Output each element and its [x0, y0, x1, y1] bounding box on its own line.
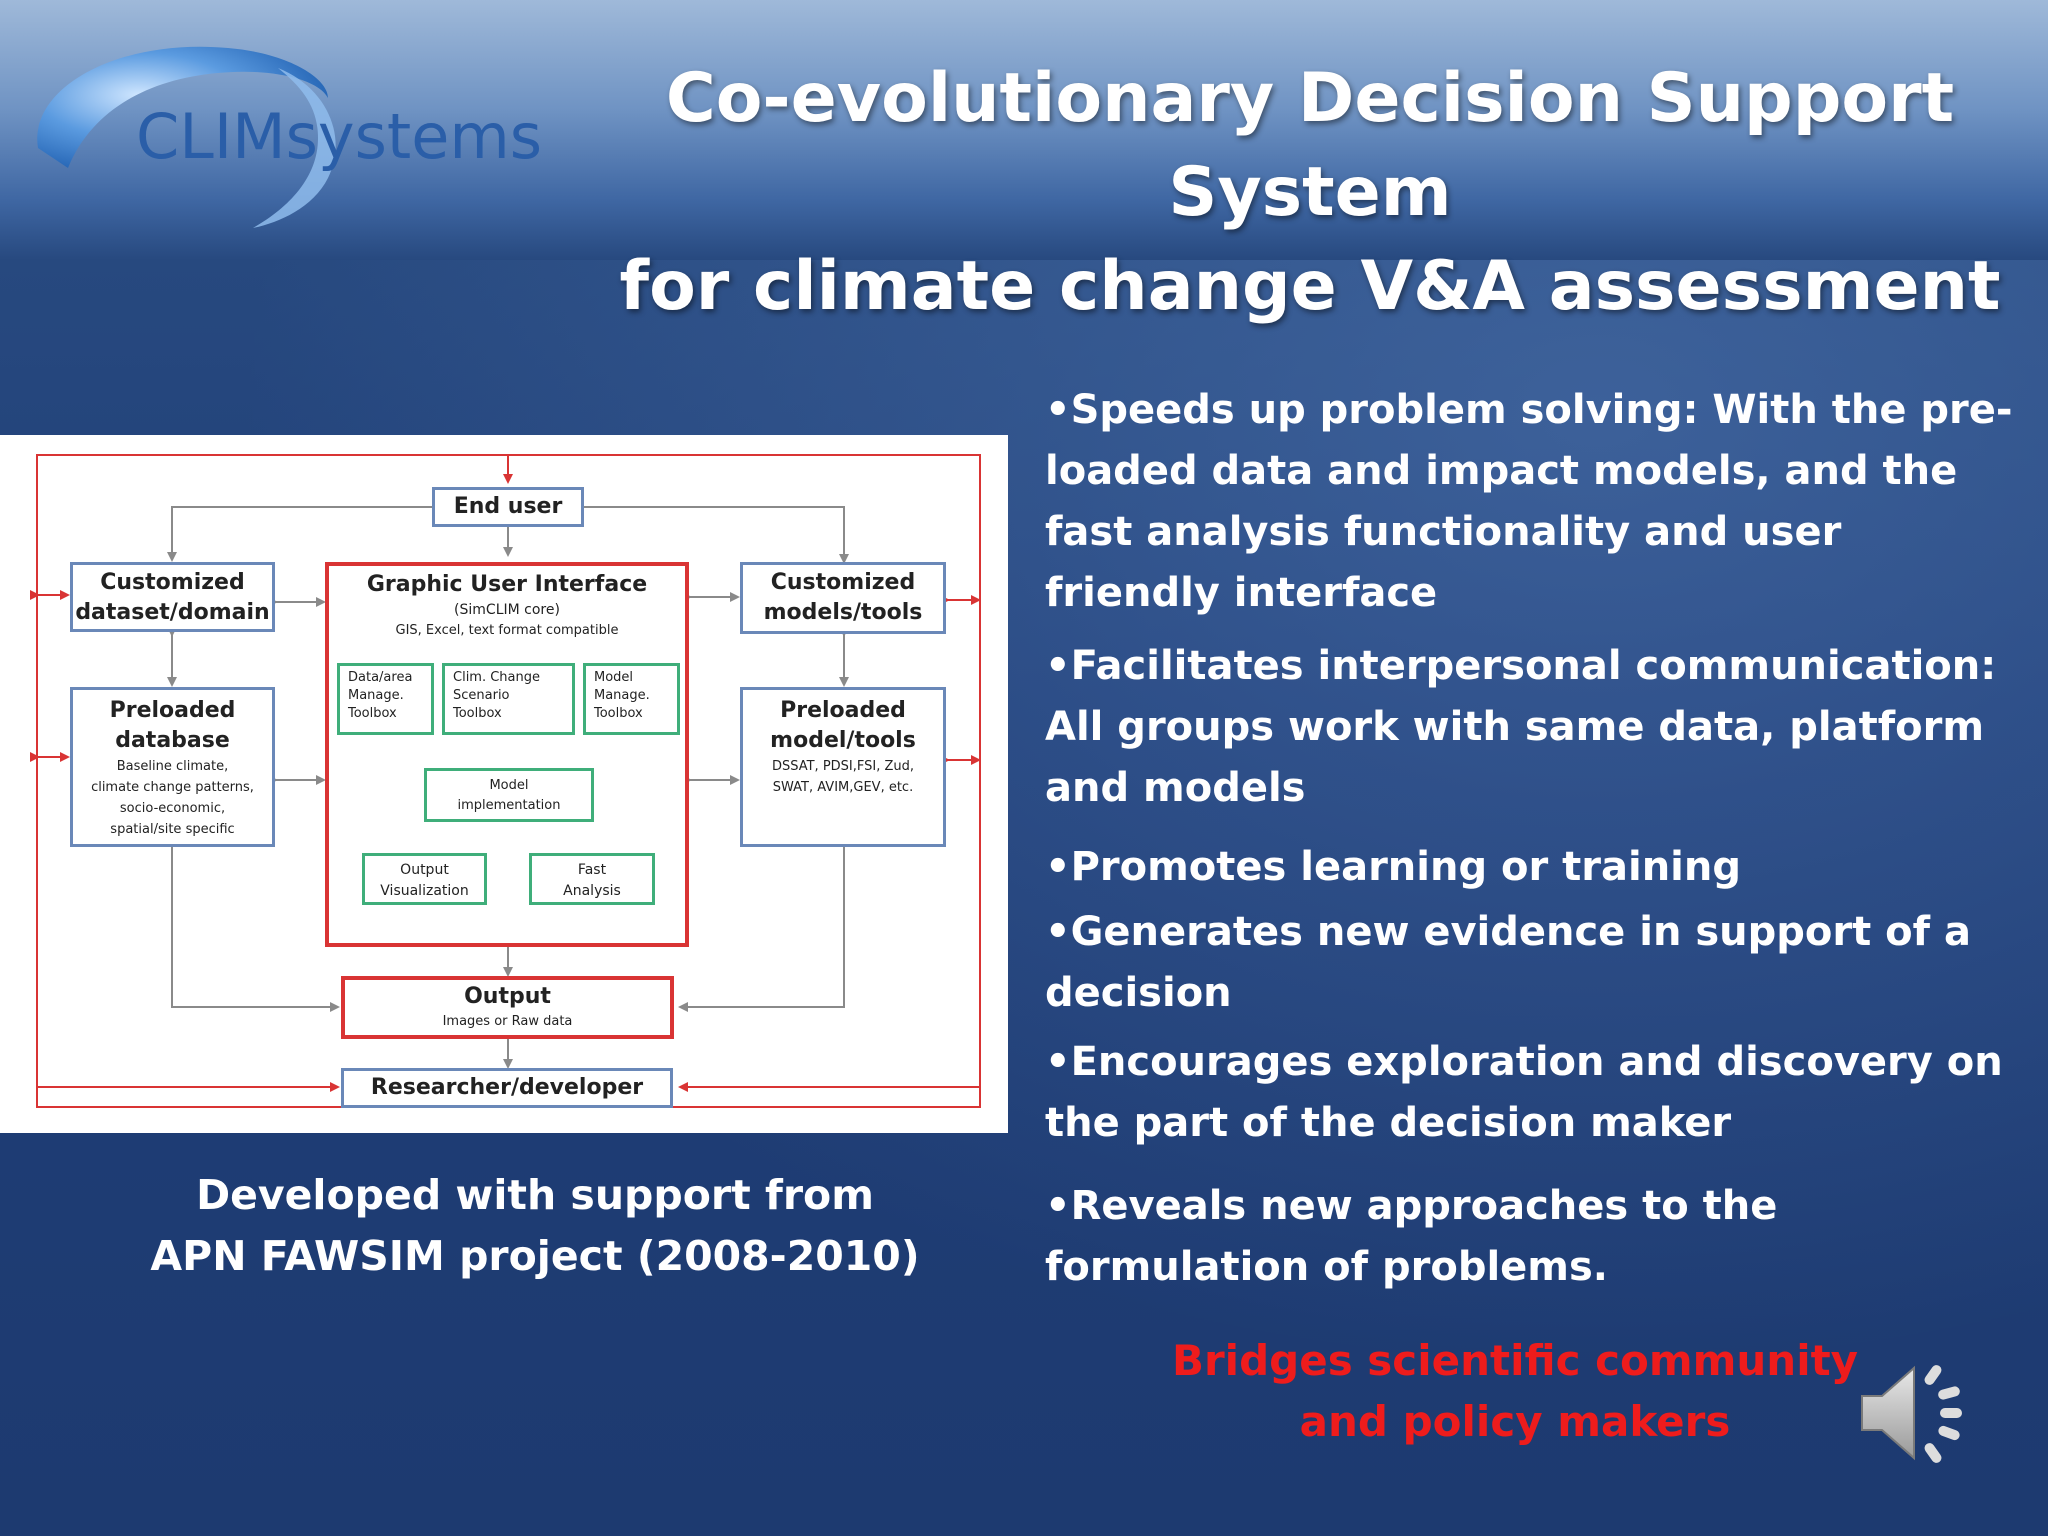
data-toolbox-box: Data/area Manage. Toolbox [337, 663, 434, 735]
gui-title: Graphic User Interface [366, 572, 648, 597]
gui-subtitle-2: GIS, Excel, text format compatible [395, 623, 619, 638]
output-subtitle: Images or Raw data [442, 1014, 573, 1029]
tagline-line-2: and policy makers [1299, 1397, 1731, 1446]
preloaded-models-box: Preloaded model/tools DSSAT, PDSI,FSI, Z… [740, 687, 946, 847]
model-implementation-line-1: Model [489, 778, 529, 793]
swoosh-logo-icon: CLIMsystems [37, 46, 542, 228]
customized-models-line-2: models/tools [763, 600, 923, 625]
preloaded-models-line-2: model/tools [770, 728, 916, 753]
bullet-exploration: •Encourages exploration and discovery on… [1045, 1039, 2003, 1146]
gui-subtitle-1: (SimCLIM core) [454, 602, 560, 618]
bullet-learning: •Promotes learning or training [1045, 844, 1741, 890]
customized-dataset-box: Customized dataset/domain [70, 562, 275, 632]
customized-models-box: Customized models/tools [740, 562, 946, 634]
data-toolbox-line-3: Toolbox [348, 706, 397, 721]
preloaded-database-detail-2: climate change patterns, [91, 780, 254, 795]
output-title: Output [464, 984, 551, 1009]
customized-dataset-line-2: dataset/domain [75, 600, 270, 625]
preloaded-database-line-1: Preloaded [109, 698, 236, 723]
model-implementation-box: Model implementation [424, 768, 594, 822]
audio-speaker-button[interactable] [1858, 1350, 1968, 1476]
researcher-box: Researcher/developer [341, 1068, 673, 1108]
tagline-line-1: Bridges scientific community [1171, 1336, 1859, 1385]
caption-line-2: APN FAWSIM project (2008-2010) [150, 1232, 920, 1280]
fast-analysis-box: Fast Analysis [529, 853, 655, 905]
title-line-1: Co-evolutionary Decision Support System [665, 59, 1955, 232]
slide-title: Co-evolutionary Decision Support System … [600, 52, 2020, 334]
output-visualization-box: Output Visualization [362, 853, 487, 905]
bullet-evidence: •Generates new evidence in support of a … [1045, 909, 1971, 1016]
preloaded-database-detail-4: spatial/site specific [110, 822, 235, 837]
preloaded-database-detail-3: socio-economic, [119, 801, 226, 816]
customized-models-line-1: Customized [770, 570, 916, 595]
model-toolbox-box: Model Manage. Toolbox [583, 663, 680, 735]
preloaded-database-line-2: database [115, 728, 230, 753]
fast-analysis-line-2: Analysis [563, 883, 621, 899]
climsystems-logo: CLIMsystems [28, 28, 548, 238]
researcher-label: Researcher/developer [370, 1075, 644, 1100]
output-visualization-line-1: Output [400, 862, 449, 878]
end-user-label: End user [453, 494, 563, 519]
scenario-toolbox-box: Clim. Change Scenario Toolbox [442, 663, 575, 735]
tagline: Bridges scientific community and policy … [1160, 1330, 1870, 1452]
logo-text: CLIMsystems [136, 100, 542, 173]
end-user-box: End user [432, 487, 584, 527]
model-toolbox-line-2: Manage. [594, 688, 650, 703]
data-toolbox-line-1: Data/area [348, 670, 413, 685]
preloaded-database-box: Preloaded database Baseline climate, cli… [70, 687, 275, 847]
scenario-toolbox-line-2: Scenario [453, 688, 510, 703]
preloaded-models-line-1: Preloaded [780, 698, 906, 723]
model-toolbox-line-3: Toolbox [594, 706, 643, 721]
output-box: Output Images or Raw data [341, 976, 674, 1039]
diagram-caption: Developed with support from APN FAWSIM p… [140, 1165, 930, 1287]
data-toolbox-line-2: Manage. [348, 688, 404, 703]
benefit-bullet-list: •Speeds up problem solving: With the pre… [1045, 380, 2025, 1298]
model-implementation-line-2: implementation [457, 798, 561, 813]
customized-dataset-line-1: Customized [100, 570, 245, 595]
preloaded-database-detail-1: Baseline climate, [116, 759, 229, 774]
output-visualization-line-2: Visualization [380, 883, 469, 899]
caption-line-1: Developed with support from [196, 1171, 874, 1219]
model-toolbox-line-1: Model [594, 670, 634, 685]
preloaded-models-detail-1: DSSAT, PDSI,FSI, Zud, [771, 759, 915, 774]
bullet-communication: •Facilitates interpersonal communication… [1045, 643, 1997, 811]
speaker-icon [1861, 1365, 1962, 1463]
scenario-toolbox-line-1: Clim. Change [453, 670, 541, 685]
architecture-diagram: End user Customized dataset/domain Custo… [0, 435, 1008, 1133]
preloaded-models-detail-2: SWAT, AVIM,GEV, etc. [772, 780, 914, 795]
bullet-speeds-up: •Speeds up problem solving: With the pre… [1045, 387, 2013, 616]
scenario-toolbox-line-3: Toolbox [453, 706, 502, 721]
title-line-2: for climate change V&A assessment [619, 247, 2001, 326]
fast-analysis-line-1: Fast [577, 862, 607, 878]
bullet-approaches: •Reveals new approaches to the formulati… [1045, 1183, 1778, 1290]
